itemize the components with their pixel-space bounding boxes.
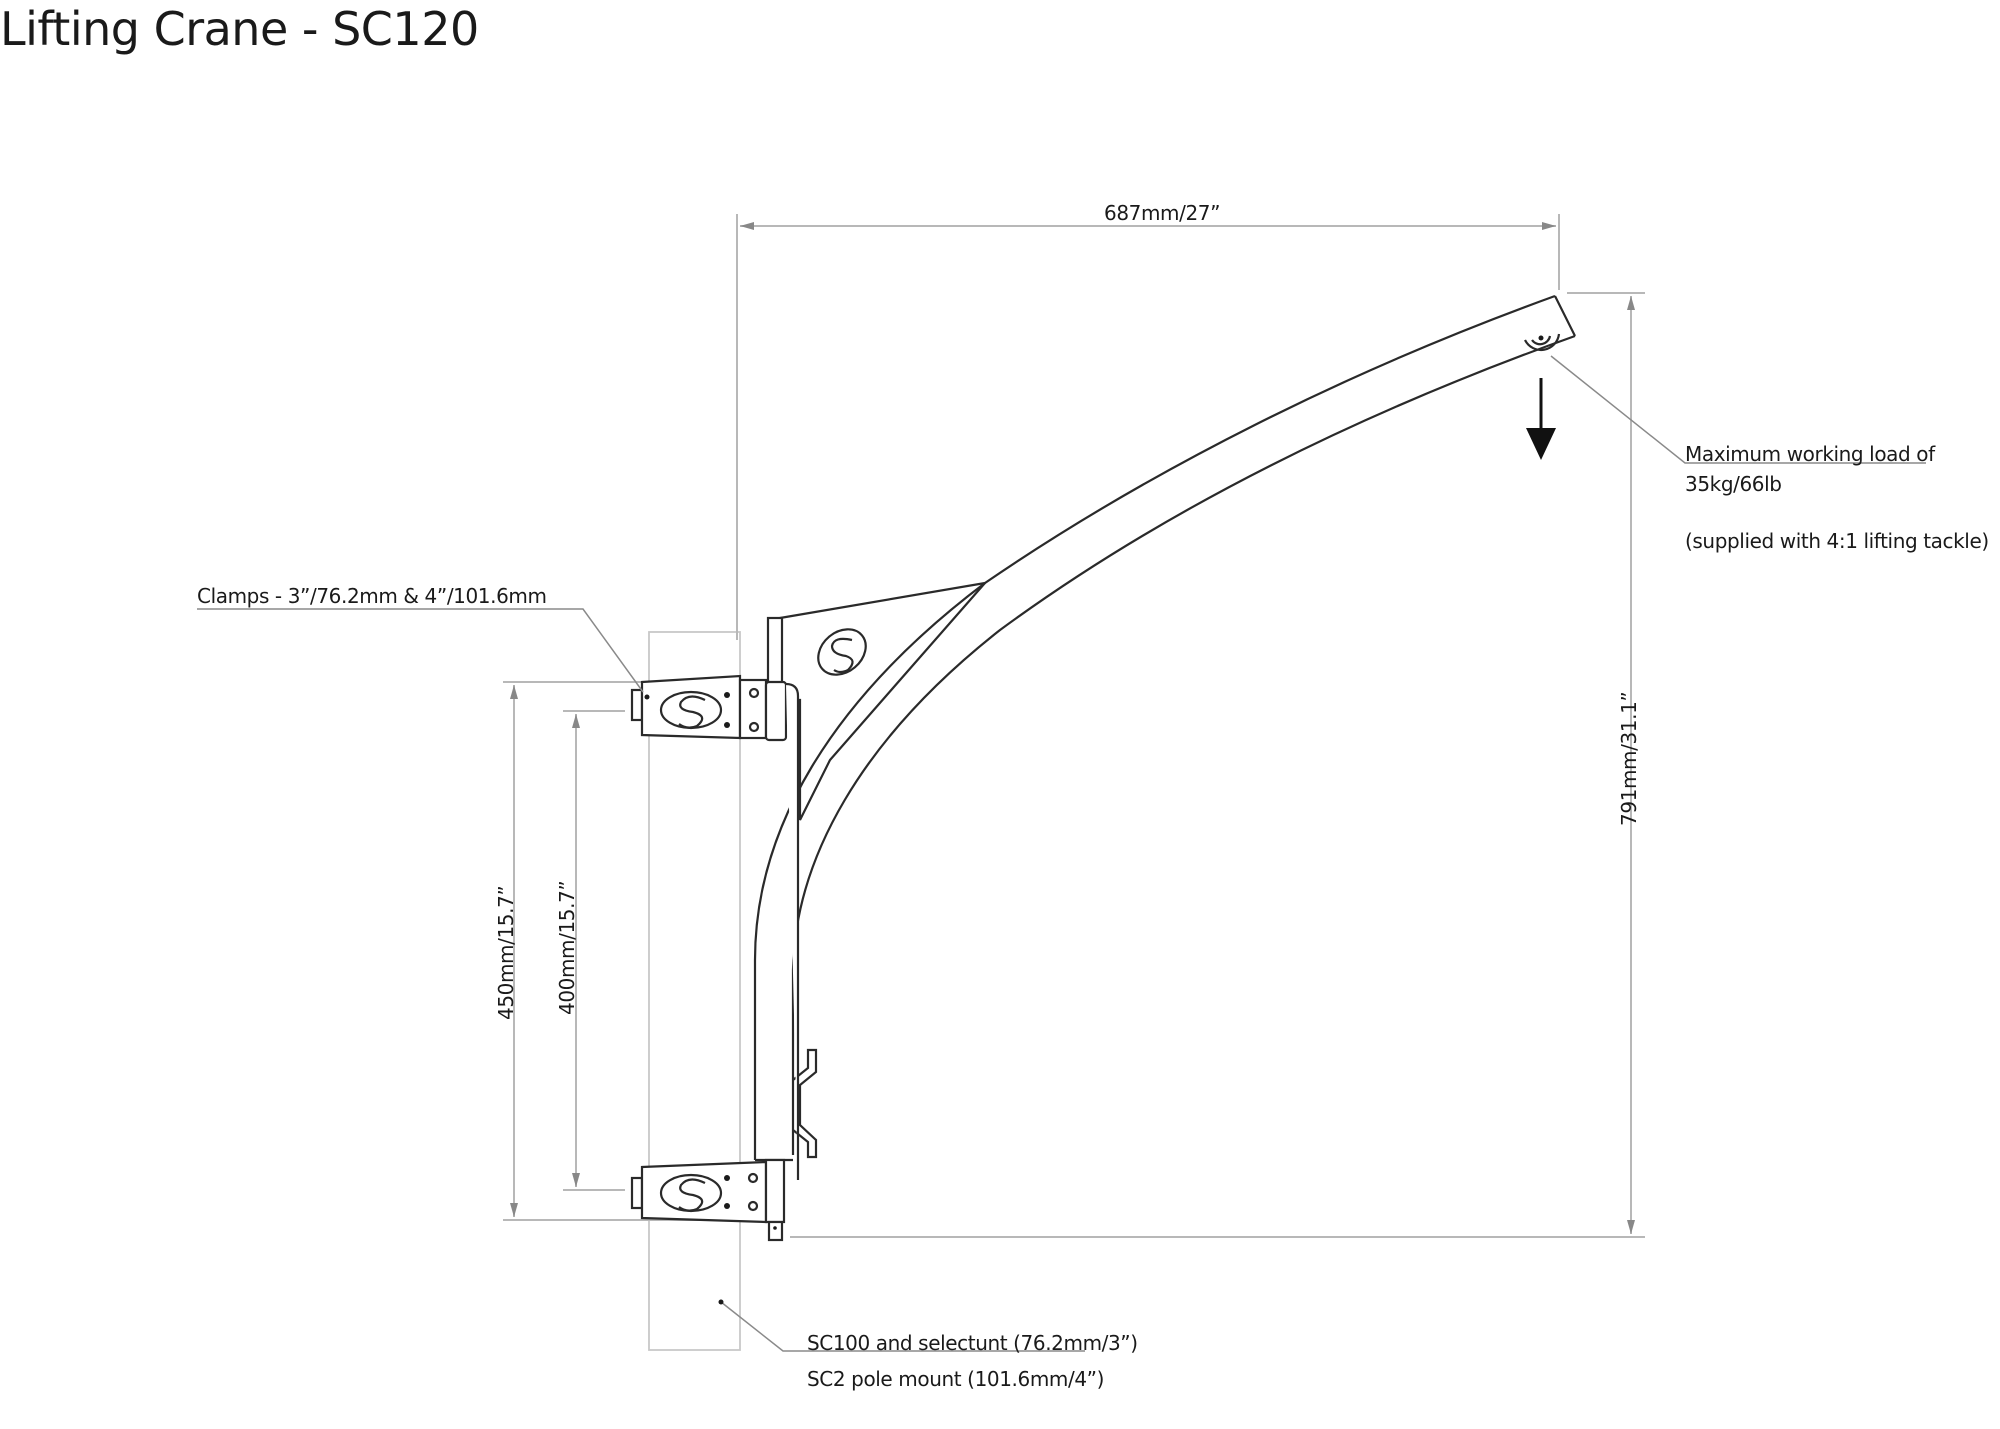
page-title: Lifting Crane - SC120 — [0, 2, 479, 56]
crane-arm — [753, 294, 1576, 1162]
load-callout-note: (supplied with 4:1 lifting tackle) — [1685, 529, 1989, 553]
height-dimension-label: 791mm/31.1” — [1617, 691, 1641, 826]
clamp-inner-dimension — [563, 710, 625, 1191]
clamp-outer-dimension-label: 450mm/15.7” — [494, 885, 518, 1020]
height-dimension — [790, 292, 1645, 1238]
upper-clamp — [630, 674, 800, 1180]
load-callout-line2: 35kg/66lb — [1685, 472, 1782, 496]
load-callout-line1: Maximum working load of — [1685, 442, 1935, 466]
load-arrow — [1526, 378, 1556, 460]
leader-lines — [197, 355, 1926, 1352]
width-dimension — [736, 214, 1560, 640]
pulley — [1524, 333, 1561, 352]
mount-callout-line1: SC100 and selectunt (76.2mm/3”) — [807, 1331, 1138, 1355]
pole-outline — [648, 631, 741, 1351]
hook-bracket — [792, 1048, 818, 1159]
clamps-callout: Clamps - 3”/76.2mm & 4”/101.6mm — [197, 584, 547, 608]
clamp-inner-dimension-label: 400mm/15.7” — [555, 880, 579, 1015]
mount-callout-line2: SC2 pole mount (101.6mm/4”) — [807, 1367, 1105, 1391]
lower-clamp — [630, 1158, 786, 1242]
width-dimension-label: 687mm/27” — [1104, 201, 1221, 225]
